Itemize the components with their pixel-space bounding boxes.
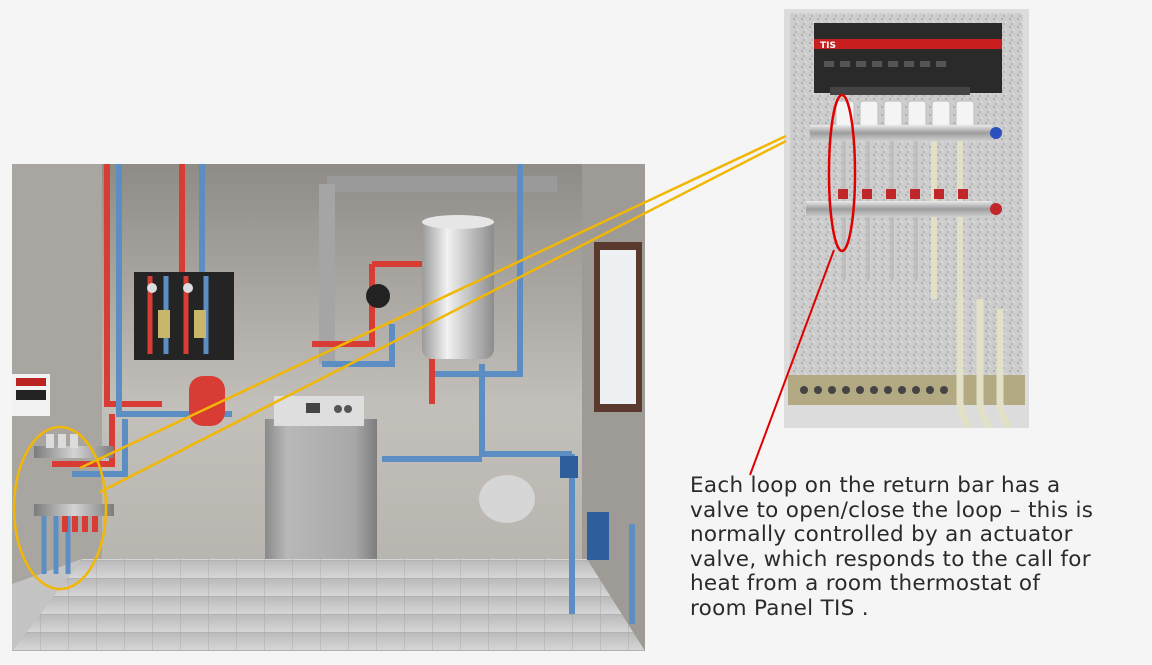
boiler-room-drawing [12, 164, 645, 651]
manifold-cabinet-photo: TIS [784, 9, 1029, 428]
manifold-cabinet-drawing: TIS [784, 9, 1029, 428]
annotation-text: Each loop on the return bar has a valve … [690, 473, 1094, 621]
boiler-room-illustration [12, 164, 645, 651]
tis-brand-label: TIS [820, 41, 836, 51]
